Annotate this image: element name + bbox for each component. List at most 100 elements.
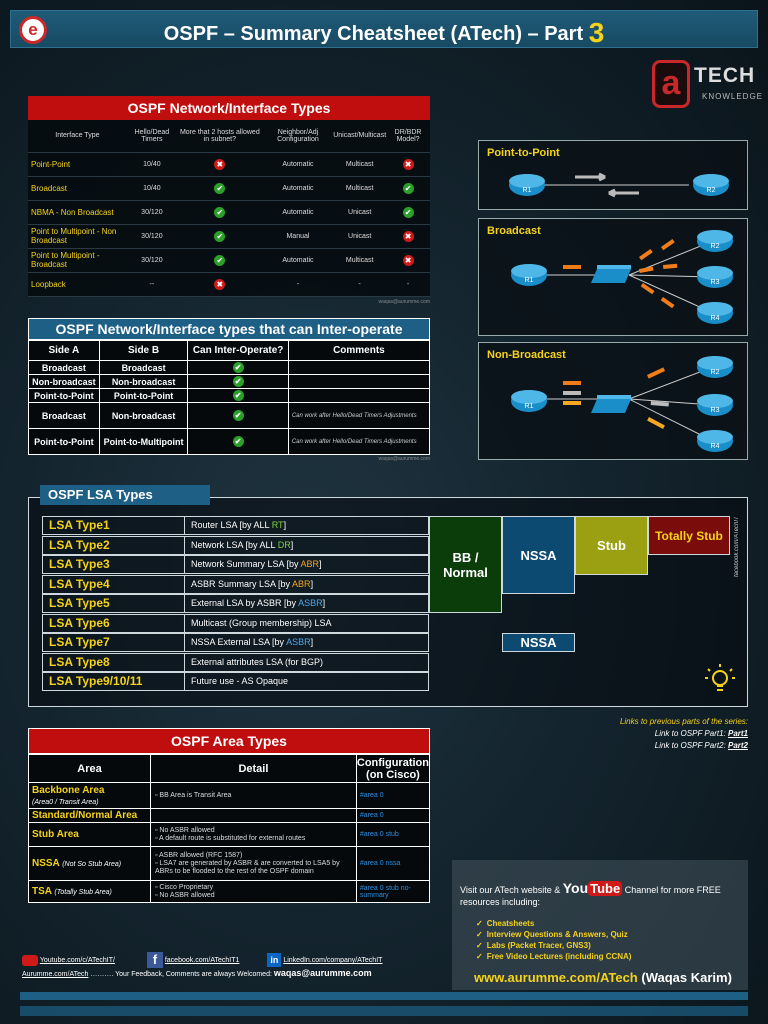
youtube-link[interactable]: Youtube.com/c/ATechIT/ bbox=[39, 956, 115, 964]
side-b: Point-to-Multipoint bbox=[98, 428, 189, 455]
lsa-type: LSA Type6 bbox=[43, 614, 185, 632]
area-types-title: OSPF Area Types bbox=[28, 728, 430, 754]
detail-item: ▫ LSA7 are generated by ASBR & are conve… bbox=[154, 859, 340, 875]
router-icon: R2 bbox=[697, 230, 733, 252]
side-a: Broadcast bbox=[28, 360, 100, 375]
lsa-description: Future use - AS Opaque bbox=[191, 676, 289, 686]
lsa-description: External attributes LSA (for BGP) bbox=[191, 656, 324, 667]
arrow-right-icon bbox=[575, 172, 606, 182]
dr-cell: ✔ bbox=[386, 176, 430, 201]
interface-type: Point to Multipoint - Non Broadcast bbox=[28, 224, 127, 249]
lsa-type: LSA Type3 bbox=[43, 556, 185, 573]
detail-item: ▫ No ASBR allowed bbox=[154, 891, 215, 899]
point-to-point-topology: R1 R2 bbox=[509, 172, 729, 198]
area-detail: ▫ Cisco Proprietary▫ No ASBR allowed bbox=[149, 880, 357, 903]
lsa-row: LSA Type8 External attributes LSA (for BG… bbox=[42, 652, 429, 672]
footer-site-link[interactable]: Aurumme.com/ATech bbox=[22, 971, 89, 978]
website-link[interactable]: www.aurumme.com/ATech bbox=[474, 970, 638, 985]
area-name: Standard/Normal Area bbox=[28, 808, 151, 823]
promo-item: ✓Free Video Lectures (including CCNA) bbox=[476, 952, 632, 961]
cross-icon: ✖ bbox=[402, 254, 414, 266]
column-header: Hello/Dead Timers bbox=[126, 120, 178, 153]
side-a: Point-to-Point bbox=[28, 388, 100, 403]
hosts-cell: ✔ bbox=[177, 248, 263, 273]
timers: 10/40 bbox=[126, 152, 178, 177]
router-icon: R4 bbox=[697, 430, 733, 452]
unicast-arrows bbox=[563, 367, 669, 429]
cross-icon: ✖ bbox=[402, 158, 414, 170]
side-b: Non-broadcast bbox=[98, 374, 189, 389]
area-detail: ▫ ASBR allowed (RFC 1587)▫ LSA7 are gene… bbox=[149, 846, 357, 881]
check-icon: ✔ bbox=[214, 254, 226, 266]
lsa-type: LSA Type8 bbox=[43, 653, 185, 671]
arrow-left-icon bbox=[608, 188, 639, 198]
network-types-panel: OSPF Network/Interface Types Interface T… bbox=[28, 96, 430, 305]
table-row: Backbone Area (Area0 / Transit Area)▫ BB… bbox=[28, 782, 431, 809]
part2-link[interactable]: Part2 bbox=[727, 741, 748, 750]
side-b: Point-to-Point bbox=[98, 388, 189, 403]
lsa-type: LSA Type7 bbox=[43, 634, 185, 651]
svg-text:R3: R3 bbox=[711, 279, 720, 286]
dr-cell: ✔ bbox=[386, 200, 430, 225]
svg-text:R4: R4 bbox=[711, 315, 720, 322]
cast-type: Unicast bbox=[333, 200, 387, 225]
interface-type: Point-Point bbox=[28, 152, 127, 177]
area-name: NSSA (Not So Stub Area) bbox=[28, 846, 151, 881]
linkedin-link[interactable]: LinkedIn.com/company/ATechIT bbox=[283, 956, 383, 964]
table-row: TSA (Totally Stub Area)▫ Cisco Proprieta… bbox=[28, 880, 431, 903]
social-links: Youtube.com/c/ATechIT/ f facebook.com/AT… bbox=[22, 952, 442, 968]
dr-cell: ✖ bbox=[386, 152, 430, 177]
area-nssa-type7: NSSA bbox=[502, 633, 575, 652]
timers: 30/120 bbox=[126, 224, 178, 249]
check-icon: ✔ bbox=[232, 390, 244, 401]
lsa-row: LSA Type6 Multicast (Group membership) LS… bbox=[42, 613, 429, 633]
orange-arrows bbox=[563, 238, 678, 309]
area-detail bbox=[149, 808, 357, 823]
router-icon: R3 bbox=[697, 394, 733, 416]
network-types-watermark: waqas@aurumme.com bbox=[378, 298, 430, 305]
area-nssa: NSSA bbox=[502, 516, 575, 594]
area-name: Stub Area bbox=[28, 822, 151, 847]
facebook-icon: f bbox=[146, 952, 163, 968]
dr-cell: ✖ bbox=[386, 224, 430, 249]
atech-e-logo-icon: e bbox=[19, 16, 47, 44]
area-config: #area 0 stub bbox=[355, 822, 431, 847]
column-header: Side A bbox=[28, 340, 100, 361]
facebook-link[interactable]: facebook.com/ATechIT1 bbox=[164, 956, 240, 964]
area-stub: Stub bbox=[575, 516, 648, 575]
promo-website: www.aurumme.com/ATech (Waqas Karim) bbox=[474, 970, 732, 985]
side-a: Point-to-Point bbox=[28, 428, 100, 455]
hosts-cell: ✖ bbox=[177, 272, 263, 297]
check-icon: ✔ bbox=[402, 182, 414, 194]
svg-text:R1: R1 bbox=[525, 277, 534, 284]
check-icon: ✔ bbox=[214, 206, 226, 218]
promo-item: ✓Interview Questions & Answers, Quiz bbox=[476, 930, 628, 939]
cross-icon: ✖ bbox=[402, 230, 414, 242]
broadcast-topology: R1 R2 R3 R4 bbox=[511, 230, 733, 324]
lsa-row: LSA Type3 Network Summary LSA [by ABR] bbox=[42, 555, 429, 574]
column-header: More that 2 hosts allowed in subnet? bbox=[177, 120, 263, 153]
footer-email-link[interactable]: waqas@aurumme.com bbox=[273, 968, 372, 978]
column-header: Neighbor/Adj Configuration bbox=[262, 120, 334, 153]
table-row: Standard/Normal Area#area 0 bbox=[28, 808, 431, 823]
detail-item: ▫ Cisco Proprietary bbox=[154, 883, 214, 891]
lsa-description: Network Summary LSA [by ABR] bbox=[191, 559, 322, 569]
check-icon: ✔ bbox=[214, 182, 226, 194]
area-subtitle: (Totally Stub Area) bbox=[54, 889, 112, 896]
lsa-originator: DR bbox=[277, 539, 291, 550]
part1-link[interactable]: Part1 bbox=[727, 729, 748, 738]
cross-icon: ✖ bbox=[214, 278, 226, 290]
lsa-description: Multicast (Group membership) LSA bbox=[191, 617, 332, 628]
lsa-type: LSA Type1 bbox=[43, 517, 185, 534]
neighbor-config: Automatic bbox=[262, 152, 334, 177]
cast-type: - bbox=[333, 272, 387, 297]
